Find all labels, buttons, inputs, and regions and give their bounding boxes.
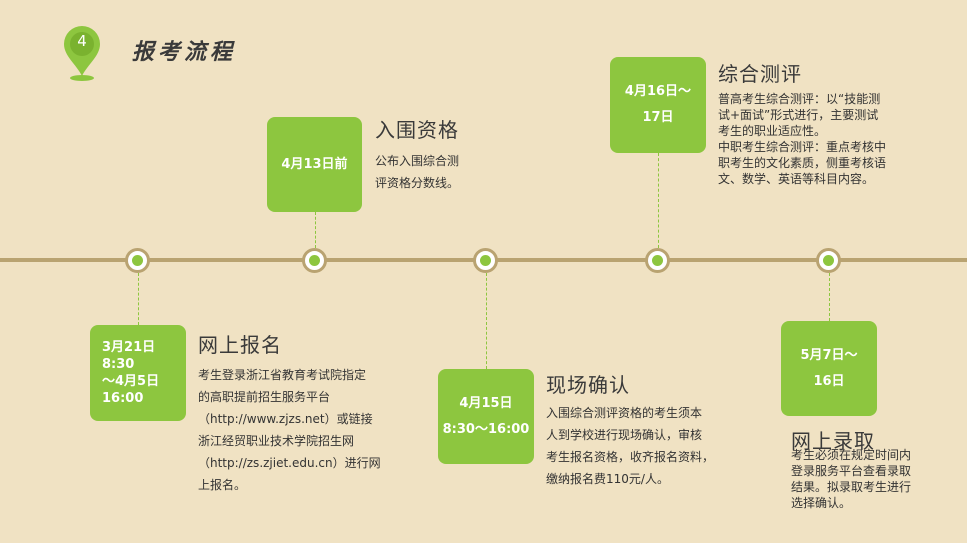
step-desc-1: 考生登录浙江省教育考试院指定 的高职提前招生服务平台 （http://www.z…: [198, 368, 381, 492]
date-box-4: 4月16日～ 17日: [610, 57, 706, 153]
connector-4: [658, 153, 659, 248]
step-desc-5: 考生必须在规定时间内 登录服务平台查看录取 结果。拟录取考生进行 选择确认。: [791, 448, 912, 510]
step-number: 4: [77, 32, 87, 50]
connector-1: [138, 273, 139, 325]
timeline-node-5: [816, 248, 841, 273]
connector-3: [486, 273, 487, 369]
step-desc-3: 入围综合测评资格的考生须本 人到学校进行现场确认，审核 考生报名资格，收齐报名资…: [546, 406, 715, 486]
step-desc-4: 普高考生综合测评：以“技能测 试+面试”形式进行，主要测试 考生的职业适应性。 …: [718, 92, 887, 186]
page-title: 报考流程: [132, 39, 237, 65]
timeline-node-4: [645, 248, 670, 273]
connector-5: [829, 273, 830, 321]
timeline-node-2: [302, 248, 327, 273]
date-box-3: 4月15日 8:30～16:00: [438, 369, 534, 464]
timeline-node-3: [473, 248, 498, 273]
step-desc-2: 公布入围综合测 评资格分数线。: [375, 154, 460, 190]
timeline-node-1: [125, 248, 150, 273]
map-pin-icon: [64, 26, 100, 81]
date-box-1: 3月21日 8:30 ～4月5日 16:00: [90, 325, 186, 421]
step-title-5: 网上录取: [791, 429, 875, 453]
step-title-1: 网上报名: [198, 333, 282, 357]
date-box-5: 5月7日～ 16日: [781, 321, 877, 416]
step-title-3: 现场确认: [546, 373, 630, 397]
date-box-2: 4月13日前: [267, 117, 362, 212]
connector-2: [315, 212, 316, 248]
step-title-4: 综合测评: [718, 62, 802, 86]
step-title-2: 入围资格: [375, 118, 459, 142]
